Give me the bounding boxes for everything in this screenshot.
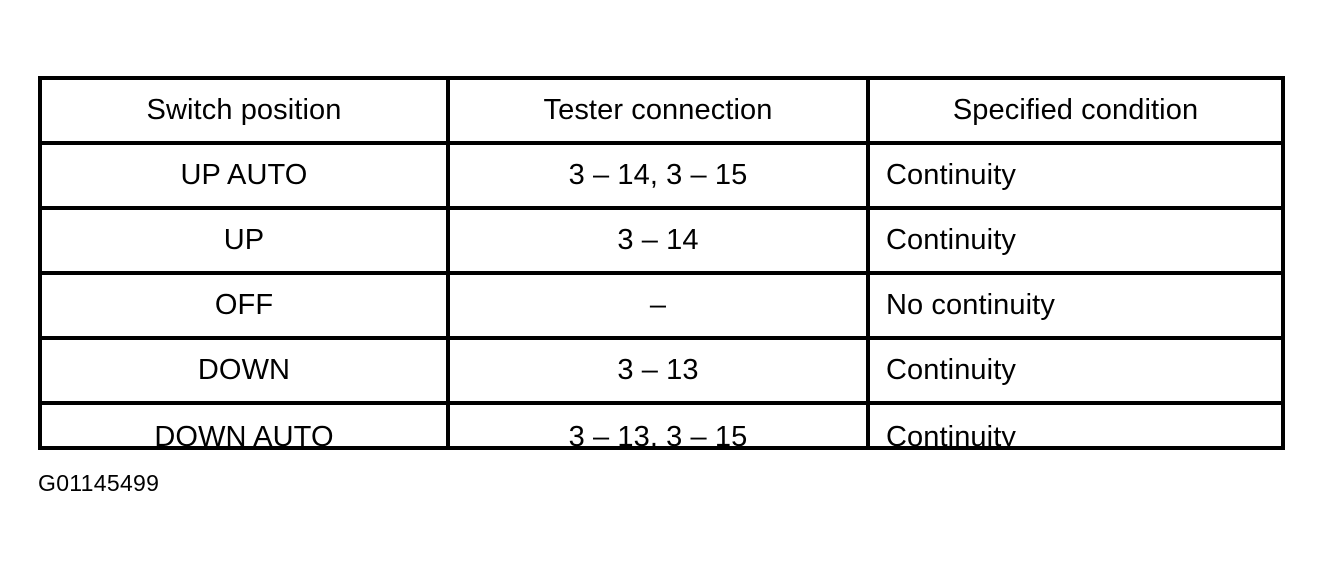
cell-specified-condition: Continuity (886, 224, 1016, 256)
column-header-tester-connection: Tester connection (450, 80, 870, 141)
cell-switch-position: DOWN (42, 340, 450, 401)
cell-switch-position: OFF (42, 275, 450, 336)
specification-table: Switch position Tester connection Specif… (38, 76, 1285, 450)
cell-switch-position: UP AUTO (42, 145, 450, 206)
table-row: DOWN AUTO 3 – 13, 3 – 15 Continuity (42, 405, 1281, 450)
cell-tester-connection: 3 – 14 (450, 210, 870, 271)
table-header-row: Switch position Tester connection Specif… (42, 80, 1281, 145)
cell-specified-condition: No continuity (886, 289, 1055, 321)
cell-tester-connection: 3 – 13 (450, 340, 870, 401)
cell-tester-connection: 3 – 13, 3 – 15 (450, 405, 870, 446)
cell-specified-condition: Continuity (886, 354, 1016, 386)
column-header-specified-condition: Specified condition (952, 94, 1199, 126)
column-header-switch-position: Switch position (42, 80, 450, 141)
cell-specified-condition: Continuity (886, 421, 1016, 450)
table-row: OFF – No continuity (42, 275, 1281, 340)
figure-caption: G01145499 (38, 470, 160, 496)
table-row: UP AUTO 3 – 14, 3 – 15 Continuity (42, 145, 1281, 210)
cell-tester-connection: 3 – 14, 3 – 15 (450, 145, 870, 206)
cell-specified-condition: Continuity (886, 159, 1016, 191)
cell-switch-position: DOWN AUTO (42, 405, 450, 446)
cell-switch-position: UP (42, 210, 450, 271)
cell-tester-connection: – (450, 275, 870, 336)
table-row: UP 3 – 14 Continuity (42, 210, 1281, 275)
table-row: DOWN 3 – 13 Continuity (42, 340, 1281, 405)
